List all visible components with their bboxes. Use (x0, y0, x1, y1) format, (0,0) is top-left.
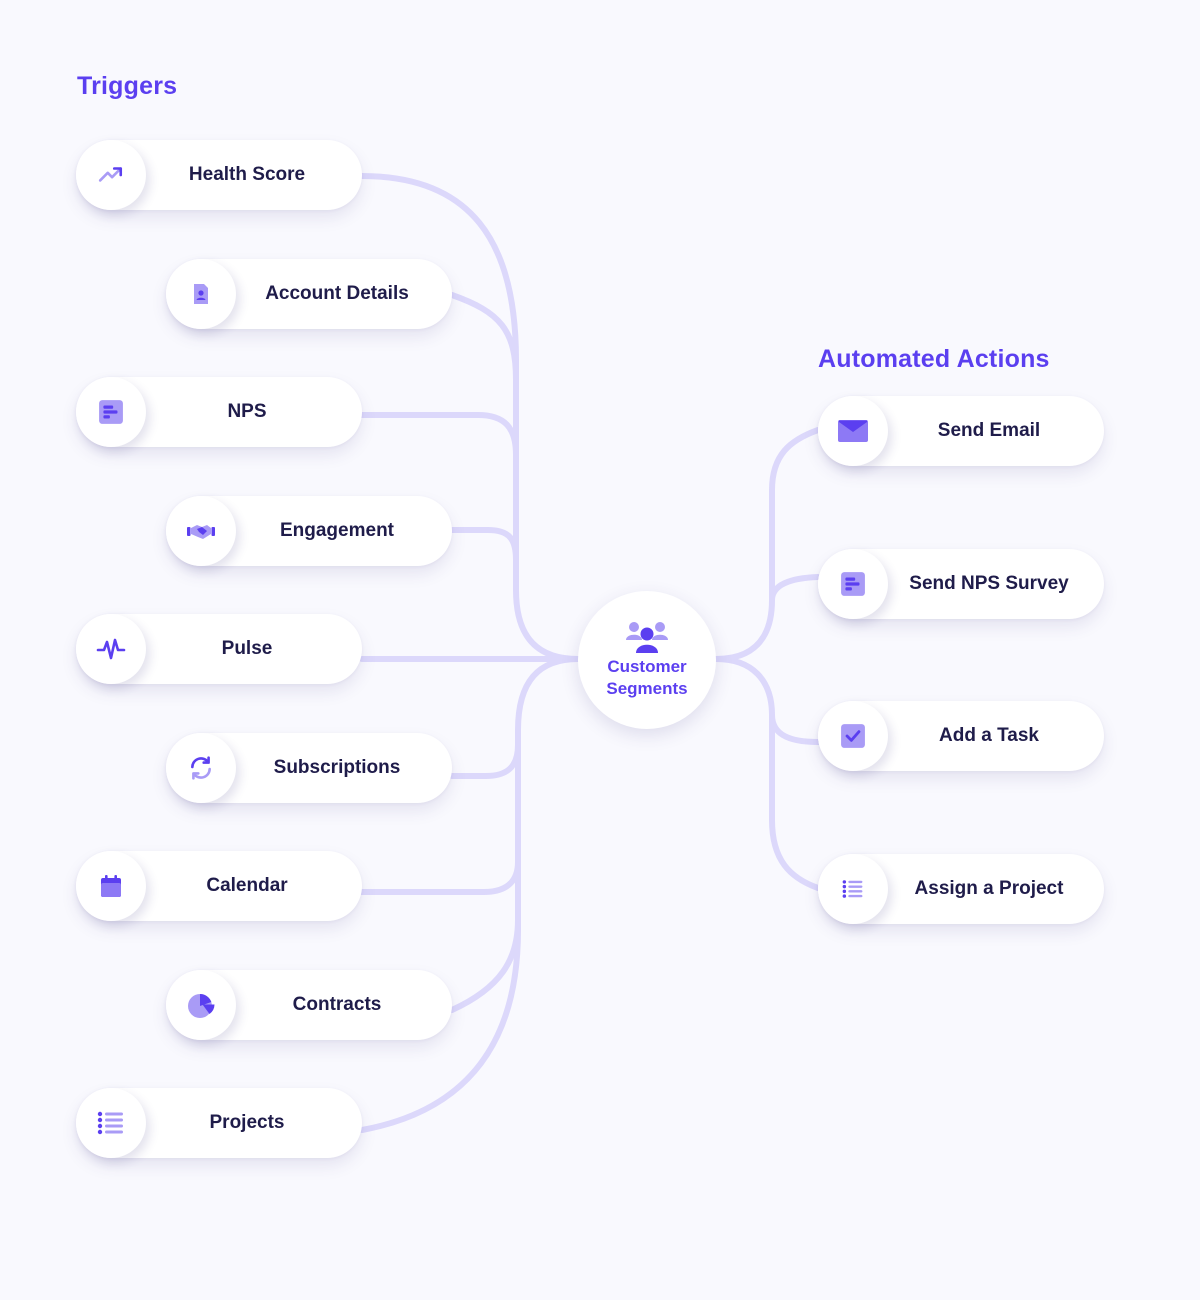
icon-wrap (76, 140, 146, 210)
checkbox-icon (841, 724, 865, 748)
icon-wrap (76, 377, 146, 447)
icon-wrap (76, 851, 146, 921)
action-label: Send Email (937, 420, 1041, 441)
trigger-label: Engagement (279, 520, 395, 541)
pie-chart-icon (188, 994, 215, 1018)
trigger-account-details[interactable]: Account Details (166, 259, 452, 329)
automated-actions-heading: Automated Actions (818, 345, 1050, 373)
action-send-email[interactable]: Send Email (818, 396, 1104, 466)
icon-wrap (166, 496, 236, 566)
trigger-pulse[interactable]: Pulse (76, 614, 362, 684)
connector-subscriptions (449, 742, 521, 779)
trigger-contracts[interactable]: Contracts (166, 970, 452, 1040)
contact-document-icon (194, 284, 208, 304)
hub-label-line2: Segments (606, 679, 688, 698)
icon-wrap (166, 259, 236, 329)
calendar-icon (101, 875, 121, 897)
connector-health-score (359, 173, 581, 662)
trigger-engagement[interactable]: Engagement (166, 496, 452, 566)
connector-send-nps-survey (769, 574, 821, 603)
triggers-heading: Triggers (77, 72, 178, 100)
trigger-projects[interactable]: Projects (76, 1088, 362, 1158)
list-icon (842, 880, 863, 898)
nps-bars-icon (99, 400, 123, 424)
icon-wrap (76, 614, 146, 684)
refresh-icon (191, 756, 211, 780)
connector-account-details (449, 292, 519, 383)
pulse-icon (96, 638, 126, 660)
action-send-nps-survey[interactable]: Send NPS Survey (818, 549, 1104, 619)
action-label: Assign a Project (914, 878, 1064, 899)
icon-wrap (818, 854, 888, 924)
envelope-icon (838, 420, 868, 442)
trigger-label: Pulse (221, 638, 273, 659)
trigger-subscriptions[interactable]: Subscriptions (166, 733, 452, 803)
icon-wrap (76, 1088, 146, 1158)
trigger-label: Contracts (292, 994, 382, 1015)
icon-wrap (166, 733, 236, 803)
trigger-label: Health Score (188, 164, 306, 185)
action-assign-a-project[interactable]: Assign a Project (818, 854, 1104, 924)
trending-up-icon (98, 167, 123, 182)
hub-label: Customer Segments (597, 656, 697, 700)
icon-wrap (818, 701, 888, 771)
connector-add-a-task (713, 656, 821, 745)
connector-send-email (713, 427, 821, 662)
trigger-label: Projects (209, 1112, 285, 1133)
trigger-label: Subscriptions (273, 757, 401, 778)
action-label: Send NPS Survey (909, 573, 1069, 594)
trigger-health-score[interactable]: Health Score (76, 140, 362, 210)
handshake-icon (187, 525, 215, 539)
customer-segments-hub[interactable]: Customer Segments (578, 591, 716, 729)
hub-label-line1: Customer (607, 657, 687, 676)
action-label: Add a Task (939, 725, 1039, 746)
connector-assign-a-project (769, 712, 821, 891)
users-group-icon (626, 622, 668, 653)
list-icon (97, 1111, 123, 1135)
icon-wrap (818, 396, 888, 466)
action-add-a-task[interactable]: Add a Task (818, 701, 1104, 771)
trigger-label: NPS (227, 401, 267, 422)
connector-projects (359, 656, 581, 1133)
icon-wrap (166, 970, 236, 1040)
icon-wrap (818, 549, 888, 619)
trigger-label: Calendar (206, 875, 288, 896)
connector-engagement (449, 527, 519, 563)
trigger-nps[interactable]: NPS (76, 377, 362, 447)
nps-bars-icon (841, 572, 865, 596)
connector-nps (359, 412, 519, 458)
trigger-label: Account Details (265, 283, 409, 304)
connector-calendar (359, 859, 521, 895)
trigger-calendar[interactable]: Calendar (76, 851, 362, 921)
